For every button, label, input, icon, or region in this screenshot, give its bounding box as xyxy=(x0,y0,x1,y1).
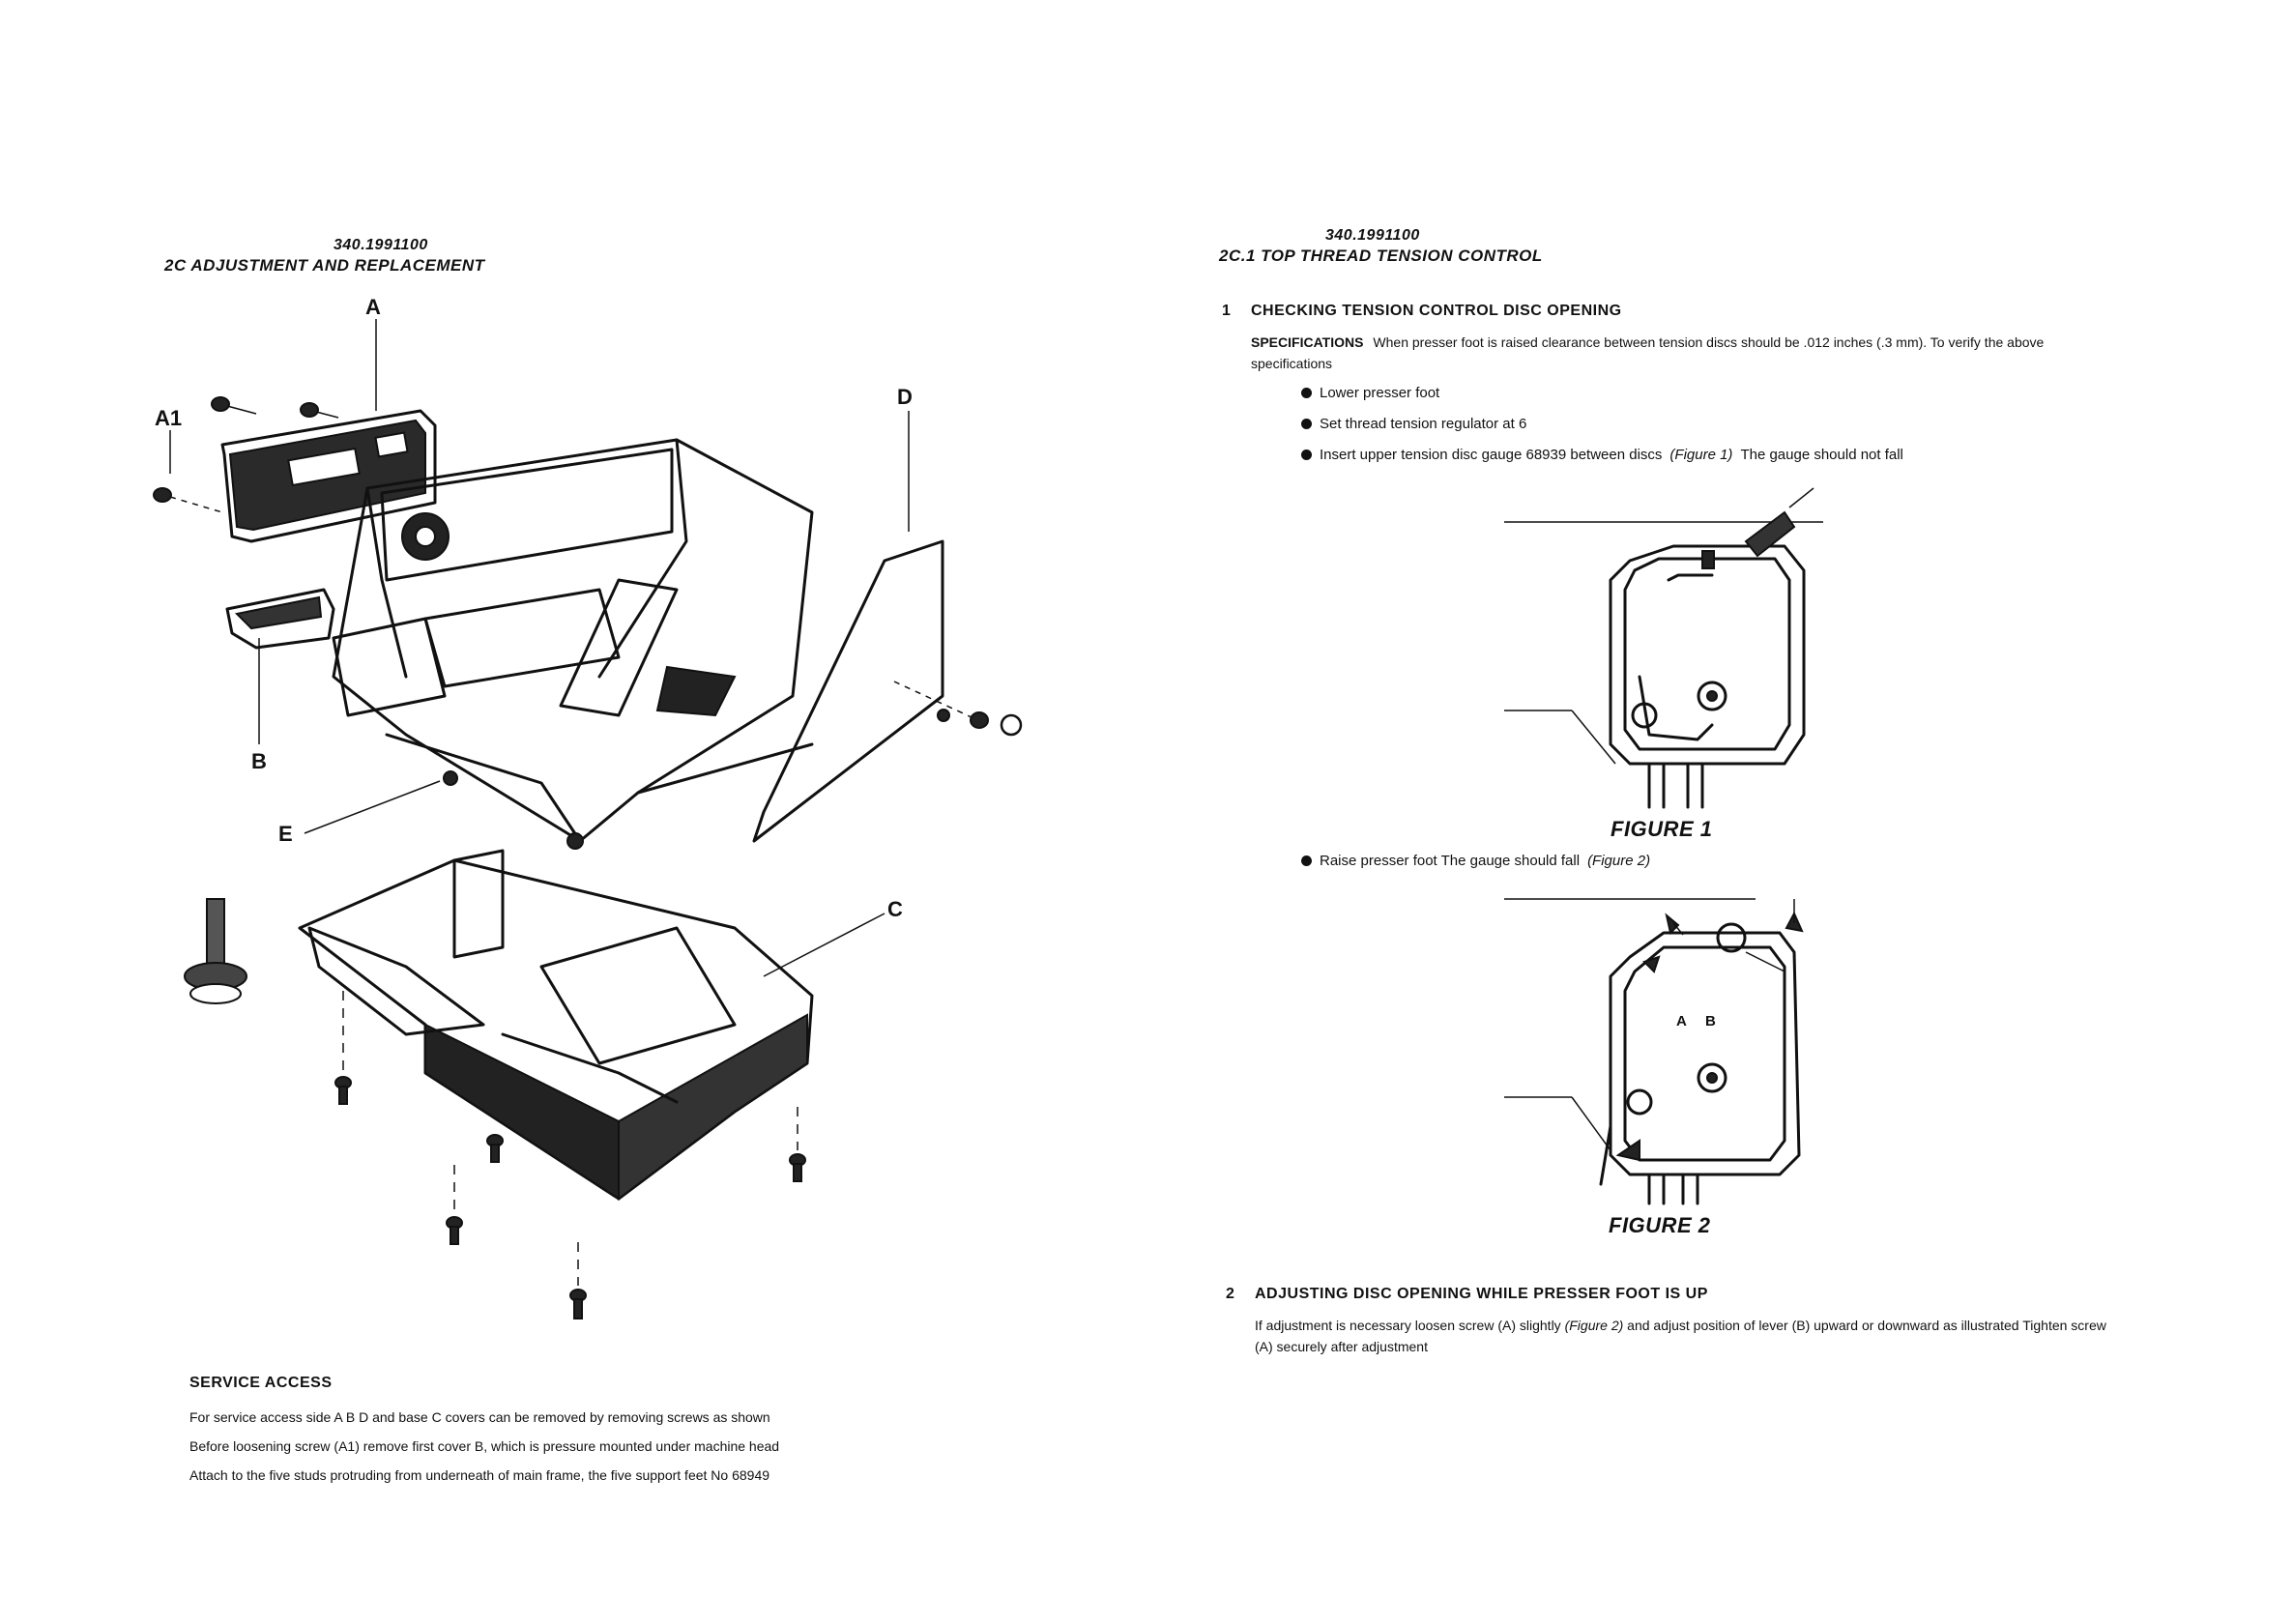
main-frame xyxy=(332,438,950,850)
bullet-set-tension: Set thread tension regulator at 6 xyxy=(1301,416,1526,432)
doc-number-left: 340.1991100 xyxy=(334,237,428,253)
step2-text-after: and adjust position of lever (B) upward … xyxy=(1255,1318,2106,1354)
bullet-dot-icon xyxy=(1301,856,1312,866)
service-access-line-2: Before loosening screw (A1) remove first… xyxy=(189,1438,780,1454)
step2-text-before: If adjustment is necessary loosen screw … xyxy=(1255,1318,1561,1333)
spec-text: When presser foot is raised clearance be… xyxy=(1251,334,2045,371)
step2-title: ADJUSTING DISC OPENING WHILE PRESSER FOO… xyxy=(1255,1286,1708,1302)
side-cover-a xyxy=(220,409,437,543)
bullet-text-after: The gauge should not fall xyxy=(1740,447,1903,463)
figure1-illustration xyxy=(1504,487,1823,809)
service-access-heading: SERVICE ACCESS xyxy=(189,1375,333,1391)
figure1-caption: FIGURE 1 xyxy=(1611,817,1713,841)
section-title-right: 2C.1 TOP THREAD TENSION CONTROL xyxy=(1219,246,1543,265)
callout-b: B xyxy=(251,749,267,773)
exploded-view-illustration xyxy=(153,319,1023,1320)
callout-a1: A1 xyxy=(155,406,183,430)
bullet-raise-presser-foot: Raise presser foot The gauge should fall… xyxy=(1301,853,1650,869)
base-screws xyxy=(334,991,806,1320)
step2-text: If adjustment is necessary loosen screw … xyxy=(1255,1315,2125,1357)
left-page: 340.1991100 2C ADJUSTMENT AND REPLACEMEN… xyxy=(0,0,1146,1624)
bullet-text: Insert upper tension disc gauge 68939 be… xyxy=(1320,447,1663,463)
step2-number: 2 xyxy=(1226,1286,1235,1302)
doc-number-right: 340.1991100 xyxy=(1325,227,1420,244)
service-access-line-3: Attach to the five studs protruding from… xyxy=(189,1467,770,1483)
bullet-text: Lower presser foot xyxy=(1320,385,1440,401)
bullet-lower-presser-foot: Lower presser foot xyxy=(1301,385,1439,401)
bullet-insert-gauge: Insert upper tension disc gauge 68939 be… xyxy=(1301,447,1903,463)
base-c xyxy=(298,849,814,1201)
figure2-label-a: A xyxy=(1676,1013,1687,1030)
callout-e: E xyxy=(278,822,293,846)
figure1-ref: (Figure 1) xyxy=(1669,447,1733,463)
callout-d: D xyxy=(897,385,913,409)
figure2-illustration xyxy=(1504,898,1804,1205)
support-foot xyxy=(184,898,247,1004)
spec-label: SPECIFICATIONS xyxy=(1251,334,1364,350)
cover-b xyxy=(225,588,335,650)
screws-a xyxy=(153,396,339,513)
step1-number: 1 xyxy=(1222,303,1232,319)
figure2-label-b: B xyxy=(1705,1013,1716,1030)
figure2-caption: FIGURE 2 xyxy=(1609,1213,1711,1237)
bullet-text: Set thread tension regulator at 6 xyxy=(1320,416,1527,432)
step1-title: CHECKING TENSION CONTROL DISC OPENING xyxy=(1251,303,1622,319)
bullet-dot-icon xyxy=(1301,419,1312,429)
section-title-left: 2C ADJUSTMENT AND REPLACEMENT xyxy=(164,256,485,275)
right-page: 340.1991100 2C.1 TOP THREAD TENSION CONT… xyxy=(1146,0,2293,1624)
side-cover-d xyxy=(752,539,1023,843)
bullet-dot-icon xyxy=(1301,388,1312,398)
service-access-line-1: For service access side A B D and base C… xyxy=(189,1409,770,1425)
figure2-ref: (Figure 2) xyxy=(1587,853,1651,869)
callout-a: A xyxy=(365,295,381,319)
callout-c: C xyxy=(887,897,903,921)
bullet-dot-icon xyxy=(1301,450,1312,460)
step2-figure-ref: (Figure 2) xyxy=(1564,1318,1624,1333)
bullet-text: Raise presser foot The gauge should fall xyxy=(1320,853,1581,869)
